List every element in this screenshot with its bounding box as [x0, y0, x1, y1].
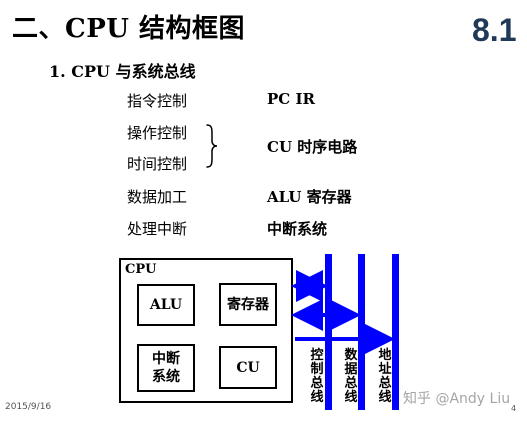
row-operation-control: 操作控制 — [127, 124, 188, 142]
section-subtitle: 1. CPU 与系统总线 — [49, 62, 196, 81]
interrupt-system-box: 中断系统 — [137, 344, 195, 392]
alu-label: ALU — [149, 297, 183, 313]
control-bus-line — [325, 254, 332, 410]
row-time-control: 时间控制 — [127, 155, 188, 173]
control-bus-label: 控制总线 — [310, 348, 324, 405]
cu-box: CU — [219, 346, 277, 389]
row-instruction-control-value: PC IR — [267, 90, 315, 108]
zhihu-watermark: 知乎 @Andy Liu — [403, 391, 511, 407]
alu-box: ALU — [137, 284, 195, 326]
cpu-label: CPU — [125, 262, 157, 277]
register-label: 寄存器 — [227, 296, 269, 313]
row-data-processing-value: ALU 寄存器 — [267, 188, 352, 206]
cu-label: CU — [236, 359, 260, 376]
row-instruction-control: 指令控制 — [127, 92, 188, 110]
data-bus-line — [358, 254, 365, 410]
address-bus-label: 地址总线 — [378, 348, 392, 405]
interrupt-system-label: 中断系统 — [152, 351, 180, 385]
row-interrupt-handling: 处理中断 — [127, 220, 188, 238]
row-time-control-value: CU 时序电路 — [267, 138, 358, 156]
slide-page-number: 4 — [511, 404, 517, 413]
page-title: 二、CPU 结构框图 — [12, 14, 245, 44]
register-box: 寄存器 — [219, 283, 277, 326]
row-interrupt-handling-value: 中断系统 — [267, 220, 328, 238]
right-brace-icon — [206, 124, 218, 168]
slide-number: 8.1 — [472, 12, 517, 48]
row-data-processing: 数据加工 — [127, 188, 188, 206]
data-bus-label: 数据总线 — [344, 348, 358, 405]
slide-date: 2015/9/16 — [5, 402, 52, 412]
address-bus-line — [392, 254, 399, 410]
